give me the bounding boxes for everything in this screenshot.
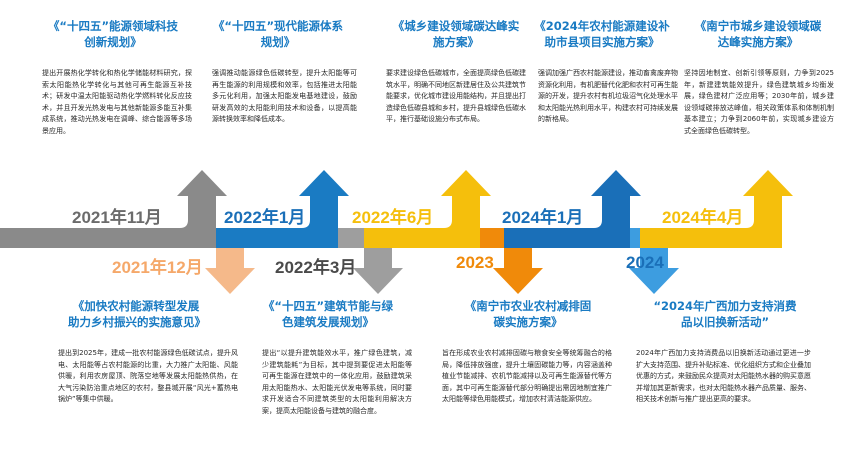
bottom-event-3-title: 《南宁市农业农村减排固碳实施方案》 [464, 299, 592, 329]
bottom-event-1-date: 2021年12月 [112, 258, 203, 277]
top-event-4-title: 《2024年农村能源建设补助市县项目实施方案》 [534, 19, 670, 49]
top-event-3-date: 2022年6月 [352, 208, 434, 227]
top-event-1-date: 2021年11月 [72, 208, 162, 227]
top-event-1-text: 提出开展热化学转化和热化学储能材料研究，探索太阳能热化学转化与其他可再生能源互补… [42, 69, 192, 135]
bottom-event-2-text: 提出“以提升建筑能效水平，推广绿色建筑，减少建筑能耗”为目标，其中提到要促进太阳… [262, 349, 412, 415]
segment-navy [504, 170, 641, 248]
bottom-event-3-date: 2023 [456, 253, 494, 272]
top-event-2-title: 《“十四五”现代能源体系规划》 [212, 19, 344, 49]
segment-gray [0, 170, 227, 248]
bottom-event-1-text: 提出到2025年，建成一批农村能源绿色低碳试点，提升风电、太阳能等占农村能源的比… [58, 349, 238, 403]
top-event-2-text: 强调推动能源绿色低碳转型，提升太阳能等可再生能源的利用规模和效率，包括推进太阳能… [212, 69, 357, 123]
segment-yellow [364, 170, 491, 248]
top-event-4-text: 强调加强广西农村能源建设，推动畜禽废弃物资源化利用，有机肥替代化肥和农村可再生能… [538, 69, 678, 123]
top-event-2-date: 2022年1月 [224, 208, 306, 227]
bottom-event-4-date: 2024 [626, 253, 664, 272]
bottom-event-1-title: 《加快农村能源转型发展助力乡村振兴的实施意见》 [68, 299, 206, 329]
top-event-4-date: 2024年1月 [502, 208, 584, 227]
top-event-3-text: 要求建设绿色低碳城市，全面提高绿色低碳建筑水平，明确不同地区新建居住及公共建筑节… [386, 69, 526, 123]
top-event-5-title: 《南宁市城乡建设领域碳达峰实施方案》 [694, 19, 822, 49]
top-event-3-title: 《城乡建设领域碳达峰实施方案》 [392, 19, 520, 49]
top-event-5-date: 2024年4月 [662, 208, 744, 227]
bottom-event-4-title: “2024年广西加力支持消费品以旧换新活动” [653, 299, 797, 329]
top-event-5-text: 坚持因地制宜、创新引领等原则，力争到2025年，新建建筑能效提升，绿色建筑城乡均… [684, 69, 834, 135]
bottom-event-3-text: 旨在形成农业农村减排固碳与粮食安全等统筹融合的格局，降低排放强度，提升土壤固碳能… [442, 349, 612, 403]
segment-yellow-end [640, 170, 793, 248]
bottom-event-4-text: 2024年广西加力支持消费品以旧换新活动通过更进一步扩大支持范围、提升补贴标准、… [636, 349, 811, 403]
top-event-1-title: 《“十四五”能源领域科技创新规划》 [47, 19, 179, 49]
segment-blue [216, 170, 349, 248]
bottom-event-2-date: 2022年3月 [275, 258, 357, 277]
bottom-event-2-title: 《“十四五”建筑节能与绿色建筑发展规划》 [262, 299, 394, 329]
